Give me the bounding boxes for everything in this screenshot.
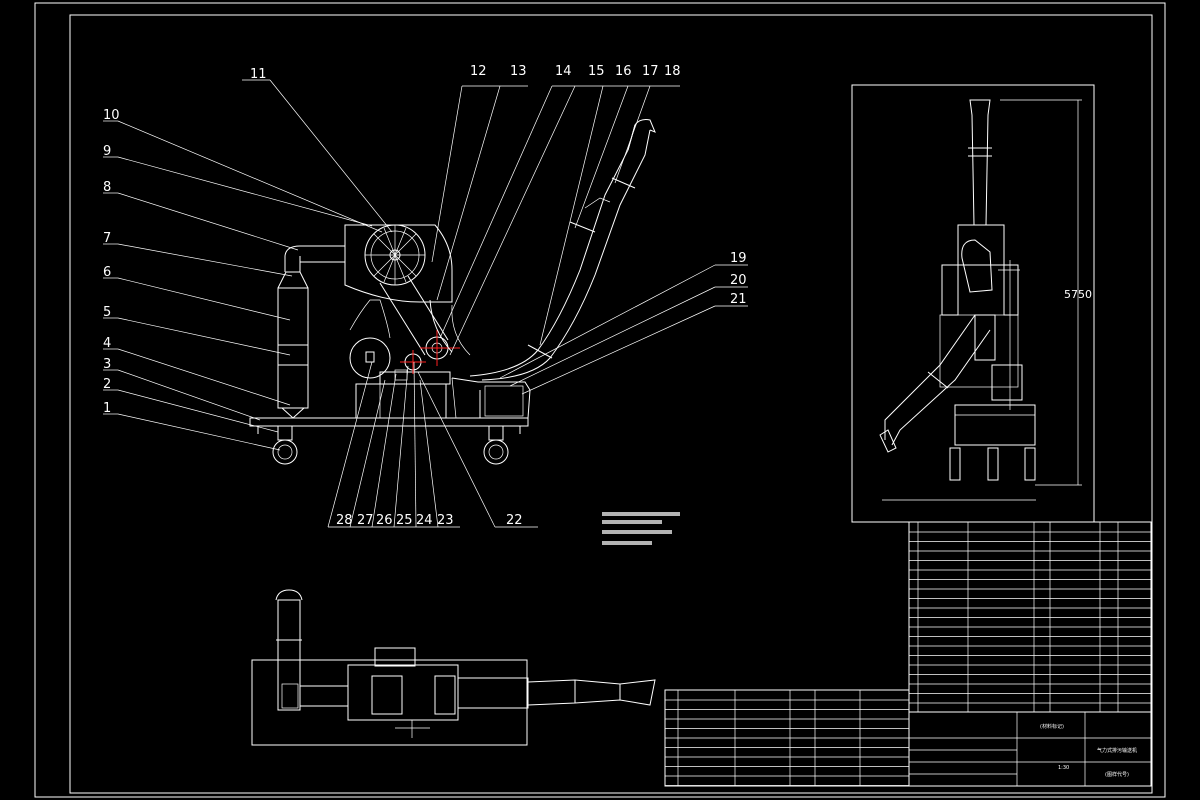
part-label: 23: [437, 513, 454, 528]
part-label: 18: [664, 64, 681, 79]
part-label: 1: [103, 401, 111, 416]
part-label: 5: [103, 305, 111, 320]
part-label: 27: [357, 513, 374, 528]
part-label: 10: [103, 108, 120, 123]
part-label: 24: [416, 513, 433, 528]
title-block: (材料标记) 气力式排污输送机 1:30 (图样代号): [908, 711, 1152, 787]
part-label: 8: [103, 180, 111, 195]
side-view: 5750: [851, 84, 1095, 523]
part-label: 25: [396, 513, 413, 528]
height-dimension: 5750: [1064, 288, 1092, 301]
main-view: 1 2 3 4 5 6 7 8 9 10 11 12 13 14 15 16 1…: [103, 64, 748, 528]
part-label: 3: [103, 357, 111, 372]
scale: 1:30: [1058, 765, 1069, 771]
part-label: 28: [336, 513, 353, 528]
part-label: 14: [555, 64, 572, 79]
company-code: (图样代号): [1105, 771, 1129, 778]
motor: [349, 337, 391, 379]
part-label: 2: [103, 377, 111, 392]
part-label: 6: [103, 265, 111, 280]
part-labels-right: 19 20 21: [730, 251, 747, 307]
parts-list-lower: [664, 689, 910, 787]
inner-frame: [69, 14, 1153, 794]
plan-view: [251, 589, 656, 746]
part-label: 15: [588, 64, 605, 79]
part-label: 21: [730, 292, 747, 307]
technical-notes: [602, 512, 680, 545]
outer-frame: [34, 2, 1166, 798]
part-label: 16: [615, 64, 632, 79]
part-label: 19: [730, 251, 747, 266]
part-labels-left: 1 2 3 4 5 6 7 8 9 10 11: [103, 67, 267, 416]
parts-list: [908, 521, 1152, 713]
part-label: 11: [250, 67, 267, 82]
wheel-left: [272, 425, 298, 465]
drawing-name: 气力式排污输送机: [1097, 747, 1137, 754]
part-labels-bottom: 28 27 26 25 24 23 22: [336, 513, 523, 528]
part-label: 13: [510, 64, 527, 79]
part-label: 4: [103, 336, 111, 351]
part-label: 26: [376, 513, 393, 528]
wheel-right: [483, 425, 509, 465]
part-label: 9: [103, 144, 111, 159]
part-label: 7: [103, 231, 111, 246]
part-label: 20: [730, 273, 747, 288]
part-labels-top: 12 13 14 15 16 17 18: [470, 64, 681, 79]
part-label: 22: [506, 513, 523, 528]
part-label: 17: [642, 64, 659, 79]
part-label: 12: [470, 64, 487, 79]
material-mark: (材料标记): [1040, 723, 1064, 730]
